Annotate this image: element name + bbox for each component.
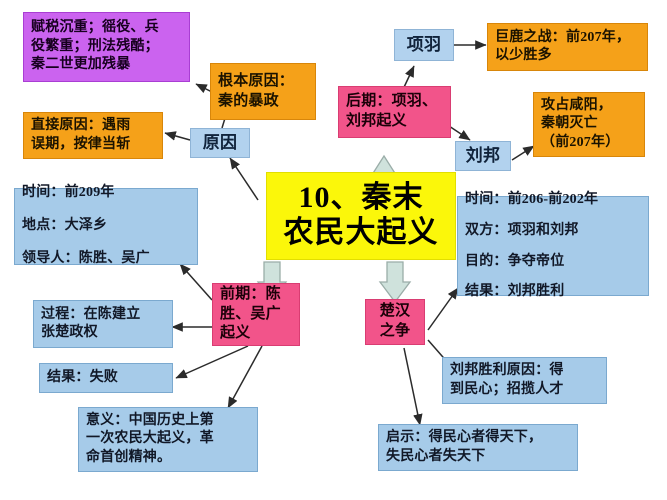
node-early-result[interactable]: 结果：失败 [39, 363, 173, 393]
node-xianyang[interactable]: 攻占咸阳， 秦朝灭亡 （前207年） [533, 92, 645, 157]
arrow-early-to-meaning [227, 345, 263, 409]
node-early-meaning[interactable]: 意义：中国历史上第 一次农民大起义，革 命首创精神。 [78, 407, 258, 472]
node-early-basic[interactable]: 时间：前209年 地点：大泽乡 领导人：陈胜、吴广 [14, 185, 198, 266]
node-cause-root-detail[interactable]: 赋税沉重；徭役、兵 役繁重；刑法残酷； 秦二世更加残暴 [23, 12, 190, 82]
arrow-cause-to-direct [164, 131, 191, 141]
node-chuhan-reason[interactable]: 刘邦胜利原因：得 到民心；招揽人才 [442, 357, 607, 404]
node-xiang-yu[interactable]: 项羽 [394, 29, 454, 61]
node-early-process[interactable]: 过程：在陈建立 张楚政权 [33, 300, 173, 348]
node-chuhan-detail[interactable]: 时间：前206-前202年 双方：项羽和刘邦 目的：争夺帝位 结果：刘邦胜利 [457, 192, 649, 299]
arrow-early-to-basic [179, 263, 213, 301]
arrow-chuhan-to-lesson [403, 347, 423, 426]
node-liu-bang[interactable]: 刘邦 [455, 141, 511, 171]
arrow-liubang-to-xianyang [511, 145, 535, 161]
node-late-stage[interactable]: 后期：项羽、 刘邦起义 [338, 86, 451, 138]
node-chuhan[interactable]: 楚汉 之争 [365, 299, 425, 345]
node-center-title[interactable]: 10、秦末 农民大起义 [266, 172, 456, 260]
node-julu-battle[interactable]: 巨鹿之战：前207年， 以少胜多 [487, 23, 648, 71]
node-cause-root[interactable]: 根本原因： 秦的暴政 [210, 63, 316, 120]
arrow-early-to-result [175, 345, 249, 379]
center-title-text: 10、秦末 农民大起义 [283, 181, 439, 249]
block-arrow-down-to-chuhan [378, 261, 412, 304]
arrow-chuhan-to-detail [427, 287, 459, 331]
node-cause-direct[interactable]: 直接原因：遇雨 误期，按律当斩 [23, 112, 163, 159]
node-cause[interactable]: 原因 [190, 128, 250, 158]
arrow-center-to-cause [229, 157, 259, 201]
node-chuhan-lesson[interactable]: 启示：得民心者得天下， 失民心者失天下 [378, 424, 578, 471]
node-early-stage[interactable]: 前期：陈 胜、吴广 起义 [212, 283, 300, 346]
